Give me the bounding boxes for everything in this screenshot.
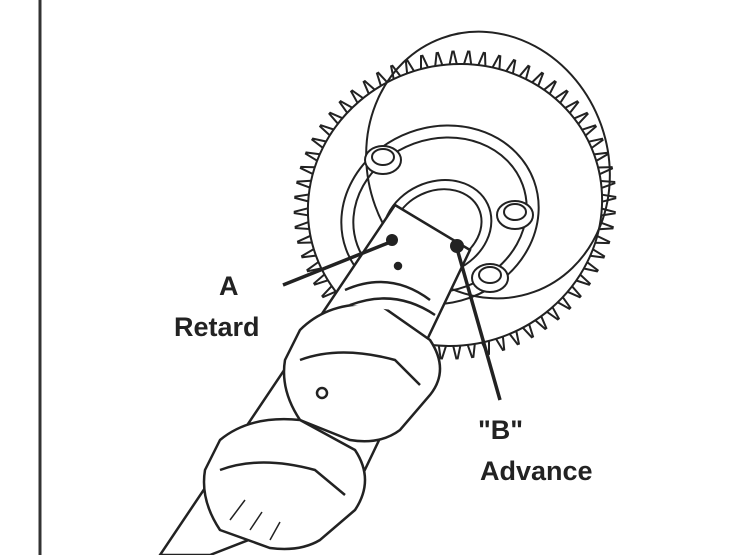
label-a-letter: A (219, 271, 239, 301)
bolt-right (496, 200, 534, 230)
gear (293, 30, 617, 360)
leader-line-b (456, 251, 502, 401)
gear-outer-edge (306, 63, 604, 347)
leader-lines (282, 241, 502, 401)
label-b-letter: "B" (478, 415, 524, 445)
bolt-top-left (364, 145, 402, 175)
leader-line-a (282, 241, 389, 287)
bolts (364, 145, 534, 293)
oil-hole-a (386, 234, 398, 246)
cam-lobe-lower (202, 417, 367, 551)
oil-hole-b (450, 239, 464, 253)
label-advance: Advance (480, 456, 593, 486)
label-retard: Retard (174, 312, 260, 342)
bolt-bottom-right (471, 263, 509, 293)
gear-back-rim (365, 30, 611, 300)
camshaft (158, 203, 472, 555)
